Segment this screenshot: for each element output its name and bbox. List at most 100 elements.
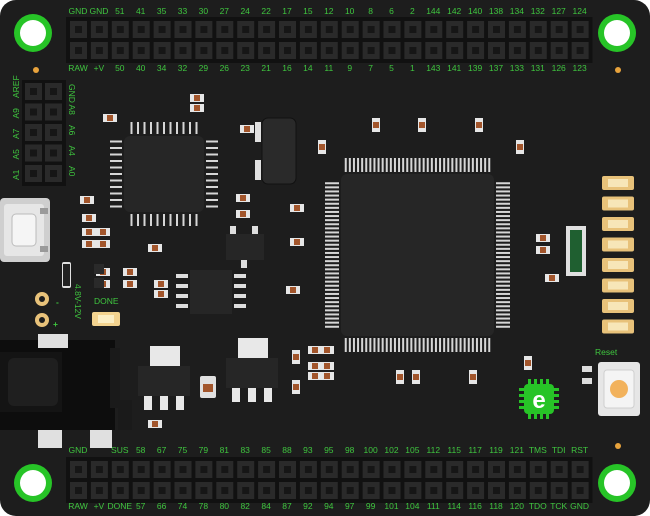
pin-label: 85 [261,445,271,455]
pin-label: RST [571,445,588,455]
pin-label: 15 [303,6,313,16]
pin-label: 102 [384,445,398,455]
pin-label: 12 [324,6,334,16]
pin-label: 111 [427,501,440,511]
usb-port-icon[interactable] [0,198,50,262]
mcu-chip [110,122,218,226]
pin-label: 35 [157,6,167,16]
flash-chip [176,270,246,314]
pin-label: TMS [529,445,547,455]
reset-label: Reset [595,347,618,357]
pin-label: 97 [345,501,355,511]
pin-label: 6 [389,6,394,16]
pin-label: 133 [510,63,524,73]
bottom-pin-header [66,457,593,503]
pin-label: 124 [573,6,587,16]
pin-label: 80 [220,501,230,511]
reset-button-icon[interactable] [598,362,640,416]
pin-label: 16 [282,63,292,73]
pin-label: 8 [368,6,373,16]
pin-label: 26 [220,63,230,73]
pin-label: 99 [366,501,376,511]
pin-label: 51 [115,6,125,16]
pin-label: 30 [199,6,209,16]
pin-label: +V [94,501,105,511]
pin-label: 81 [220,445,230,455]
pin-label: 121 [510,445,524,455]
pin-label: 87 [282,501,292,511]
led-array [602,176,634,334]
pin-label: 79 [199,445,209,455]
pin-label: 142 [447,6,461,16]
pin-label: 82 [240,501,250,511]
pin-label: 92 [303,501,313,511]
pin-label: TCK [550,501,567,511]
mounting-hole-icon [14,464,52,502]
pin-label: 116 [468,501,482,511]
pin-label: 34 [157,63,167,73]
pin-label: 24 [240,6,250,16]
done-label: DONE [94,296,119,306]
pin-label: SUS [111,445,129,455]
pin-label: 41 [136,6,146,16]
pin-label: A5 [11,149,21,160]
pin-label: 93 [303,445,313,455]
pin-label: 123 [573,63,587,73]
pin-label: 7 [368,63,373,73]
pin-label: GND [89,6,108,16]
pin-label: 9 [347,63,352,73]
pin-label: RAW [68,501,88,511]
pin-label: 140 [468,6,482,16]
pin-label: 118 [489,501,503,511]
pin-label: 141 [447,63,461,73]
pin-label: 17 [282,6,292,16]
pin-label: 78 [199,501,209,511]
pin-label: 115 [447,445,461,455]
pin-label: GND [69,6,88,16]
pin-label: 143 [426,63,440,73]
pin-label: 58 [136,445,146,455]
regulator [226,338,278,402]
pin-label: RAW [68,63,88,73]
pin-label: +V [94,63,105,73]
pin-label: 84 [261,501,271,511]
pin-label: 57 [136,501,146,511]
regulator [138,346,190,410]
pin-label: 14 [303,63,313,73]
pin-label: 132 [531,6,545,16]
pin-label: A1 [11,169,21,180]
logo-icon: e [519,379,559,419]
pin-label: 105 [405,445,419,455]
pin-label: A7 [11,128,21,139]
pin-label: 95 [324,445,334,455]
mounting-hole-icon [14,14,52,52]
pin-label: 127 [552,6,566,16]
pin-label: 29 [199,63,209,73]
minus-sign: - [56,297,59,307]
barrel-jack-icon [0,334,132,448]
pin-label: 117 [468,445,482,455]
pin-label: 74 [178,501,188,511]
pin-label: 126 [552,63,566,73]
pin-label: 120 [510,501,524,511]
pin-label: 98 [345,445,355,455]
pin-label: 40 [136,63,146,73]
pin-label: 23 [240,63,250,73]
fpga-chip [325,158,510,352]
pin-label: 139 [468,63,482,73]
pin-label: 88 [282,445,292,455]
pin-label: 100 [364,445,378,455]
plus-sign: + [53,319,58,329]
pin-label: A4 [67,146,77,157]
pin-label: AREF [11,75,21,98]
pin-label: 33 [178,6,188,16]
pin-label: GND [570,501,589,511]
pin-label: 1 [410,63,415,73]
pin-label: 112 [427,445,441,455]
mounting-hole-icon [598,14,636,52]
